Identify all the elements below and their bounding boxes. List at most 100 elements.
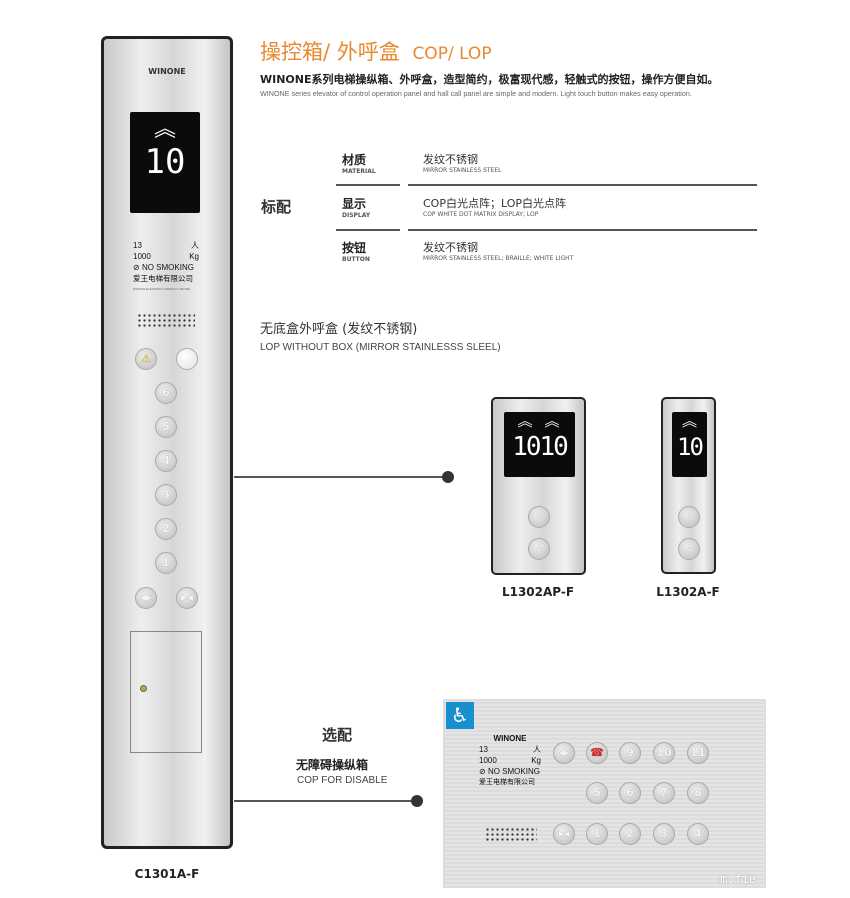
spec-value-display: COP白光点阵；LOP白光点阵 COP WHITE DOT MATRIX DIS… [423,195,566,218]
company-name: 爱王电梯有限公司 [133,274,193,283]
capacity-kg: 1000 [133,252,151,261]
lop-panel-l1302a: ︽ 10 ↑ ↓ [661,397,716,574]
connector-line [234,476,446,478]
floor-button[interactable]: 9 [619,742,641,764]
floor-button[interactable]: 3 [155,484,177,506]
spec-value: 发纹不锈钢 [423,241,478,254]
floor-button[interactable]: 6 [155,382,177,404]
floor-button[interactable]: 10 [653,742,675,764]
company-name: 爱王电梯有限公司 [479,779,535,786]
cop-display: ︽ 10 [130,112,200,213]
divider [336,229,400,231]
phone-button[interactable]: ☎ [586,742,608,764]
divider [408,229,757,231]
spec-label-en: MATERIAL [342,168,376,175]
company-name-en: WINONE ELEVATOR COMPANY LIMITED [133,287,191,291]
no-smoking-text: NO SMOKING [487,767,540,776]
alarm-button[interactable]: ⚠ [135,348,157,370]
kg-unit: Kg [189,252,199,261]
floor-button[interactable]: 2 [155,518,177,540]
persons-unit: 人 [191,241,199,250]
connector-dot [442,471,454,483]
lop-model-label: L1302A-F [656,585,720,599]
spec-label: 显示 [342,197,367,211]
floor-button[interactable]: 8 [687,782,709,804]
door-open-button[interactable]: ◀▶ [553,742,575,764]
no-smoking-text: NO SMOKING [141,263,194,272]
speaker-grille [485,827,537,841]
spec-label-en: DISPLAY [342,212,371,219]
page-title: 操控箱/ 外呼盒 COP/ LOP [260,36,492,66]
cop-brand-logo: WINONE [148,67,186,76]
floor-indicator: 10 [144,142,186,182]
spec-value: 发纹不锈钢 [423,153,478,166]
spec-row-material: 材质 MATERIAL [342,151,376,175]
floor-button[interactable]: 3 [653,823,675,845]
floor-button[interactable]: 11 [687,742,709,764]
speaker-grille [137,313,195,329]
floor-button[interactable]: 7 [653,782,675,804]
spec-value-material: 发纹不锈钢 MIRROR STAINLESS STEEL [423,151,502,174]
up-arrow-icon: ︽ [681,412,697,430]
spec-value-en: MIRROR STAINLESS STEEL; BRAILLE; WHITE L… [423,255,574,262]
watermark: m.fie [720,872,757,886]
optional-label: 选配 [322,726,353,744]
connector-line [234,800,414,802]
spec-label: 按钮 [342,241,367,255]
spec-label: 材质 [342,153,367,167]
brand-logo: WINONE [493,734,527,743]
spec-row-button: 按钮 BUTTON [342,239,370,263]
spec-value-en: MIRROR STAINLESS STEEL [423,167,502,174]
lop-title-en: LOP WITHOUT BOX (MIRROR STAINLESSS SLEEL… [260,342,501,353]
spec-value: COP白光点阵；LOP白光点阵 [423,197,566,210]
no-smoking-icon: ⊘ [133,263,140,272]
door-close-button[interactable]: ▶◀ [176,587,198,609]
door-open-button[interactable]: ◀▶ [135,587,157,609]
spec-value-button: 发纹不锈钢 MIRROR STAINLESS STEEL; BRAILLE; W… [423,239,573,262]
call-up-button[interactable]: ↑ [528,506,550,528]
cop-model-label: C1301A-F [134,867,200,881]
floor-button[interactable]: 1 [586,823,608,845]
floor-button[interactable]: 4 [155,450,177,472]
light-button[interactable] [176,348,198,370]
lop-display: ︽︽ 1010 [504,412,575,477]
floor-button[interactable]: 1 [155,552,177,574]
floor-button[interactable]: 4 [687,823,709,845]
no-smoking-icon: ⊘ [479,767,486,776]
connector-dot [411,795,423,807]
spec-value-en: COP WHITE DOT MATRIX DISPLAY; LOP [423,211,539,218]
call-down-button[interactable]: ↓ [528,538,550,560]
divider [408,184,757,186]
floor-button[interactable]: 6 [619,782,641,804]
persons-unit: 人 [533,745,541,754]
spec-row-display: 显示 DISPLAY [342,195,370,219]
call-up-button[interactable]: ↑ [678,506,700,528]
capacity-kg: 1000 [479,756,497,765]
lop-title-cn: 无底盒外呼盒 (发纹不锈钢) [260,322,418,337]
standard-label: 标配 [261,198,292,216]
divider [336,184,400,186]
lop-panel-l1302ap: ︽︽ 1010 ↑ ↓ [491,397,586,575]
wheelchair-icon: ♿ [446,702,474,729]
title-cn: 操控箱/ 外呼盒 [260,40,400,64]
service-cabinet-door [130,631,202,753]
door-close-button[interactable]: ▶◀ [553,823,575,845]
floor-indicator: 10 [677,433,704,461]
floor-button[interactable]: 5 [586,782,608,804]
disabled-cop-title-cn: 无障碍操纵箱 [296,758,369,772]
floor-button[interactable]: 5 [155,416,177,438]
title-en: COP/ LOP [412,44,492,64]
spec-label-en: BUTTON [342,256,370,263]
capacity-persons: 13 [479,745,488,754]
call-down-button[interactable]: ↓ [678,538,700,560]
lop-display: ︽ 10 [672,412,707,477]
floor-button[interactable]: 2 [619,823,641,845]
subtitle-cn: WINONE系列电梯操纵箱、外呼盒，造型简约，极富现代感，轻触式的按钮，操作方便… [260,73,719,86]
lop-model-label: L1302AP-F [501,585,575,599]
up-arrow-icon: ︽ [153,117,176,142]
keyhole-icon [140,685,147,692]
floor-indicator: 1010 [512,432,569,462]
